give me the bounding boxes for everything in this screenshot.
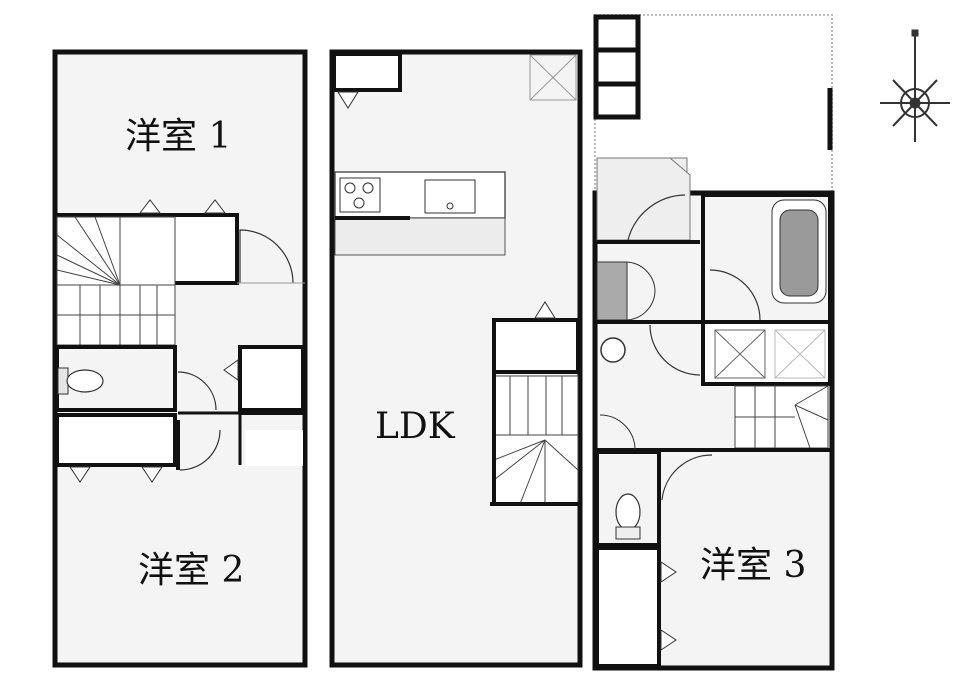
room-label-western-2: 洋室 2 [138,550,244,591]
closet-3 [595,546,661,668]
floor-1: 洋室 1 洋室 2 [52,49,308,668]
sink-icon [424,179,476,214]
stairs-1 [56,216,176,346]
toilet-icon [57,367,104,395]
room-label-western-3: 洋室 3 [700,545,806,586]
floor-3: 洋室 3 [592,14,835,671]
stairs-2 [493,375,579,505]
washing-machine-icon [714,329,826,379]
compass-rose-icon [880,29,950,142]
floor-2: LDK [329,49,583,668]
washbasin-icon [600,337,626,363]
closet-2 [55,413,177,467]
stairs-3 [734,385,829,449]
room-label-western-1: 洋室 1 [125,116,231,157]
kitchen-counter [334,171,506,219]
toilet-icon [615,493,641,540]
stove-icon [339,177,381,213]
stairs-exterior [593,14,641,120]
void-icon [529,54,577,101]
room-label-ldk: LDK [375,406,456,447]
bathtub-icon [771,199,827,304]
